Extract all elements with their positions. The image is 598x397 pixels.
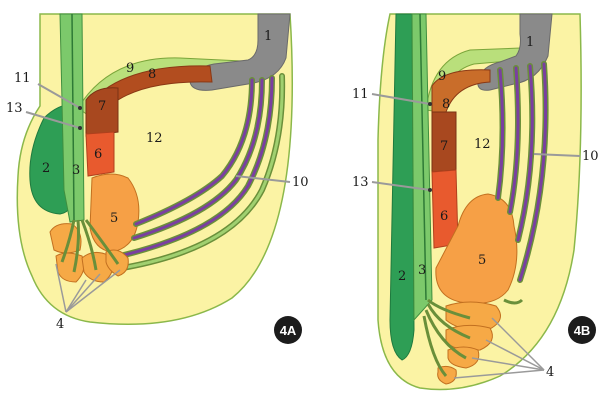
label-3-b: 3 [418, 263, 426, 278]
label-11: 11 [14, 71, 31, 86]
label-7: 7 [98, 99, 106, 114]
label-2: 2 [42, 161, 50, 176]
panel-b-tag: 4B [574, 323, 591, 338]
label-1-b: 1 [526, 35, 534, 50]
label-3: 3 [72, 163, 80, 178]
label-6: 6 [94, 147, 102, 162]
label-9: 9 [126, 61, 134, 76]
label-5: 5 [110, 211, 118, 226]
label-5-b: 5 [478, 253, 486, 268]
label-2-b: 2 [398, 269, 406, 284]
label-4-b: 4 [546, 365, 554, 380]
panel-b: 1 2 3 4 5 6 7 8 9 10 11 12 13 4B [352, 14, 598, 390]
label-1: 1 [264, 29, 272, 44]
label-9-b: 9 [438, 69, 446, 84]
pointer-dot-13-b [428, 188, 432, 192]
pointer-dot-13 [78, 126, 82, 130]
label-11-b: 11 [352, 87, 369, 102]
label-7-b: 7 [440, 139, 448, 154]
label-8-b: 8 [442, 97, 450, 112]
label-12-b: 12 [474, 137, 491, 152]
label-10-b: 10 [582, 149, 598, 164]
label-13: 13 [6, 101, 23, 116]
label-4: 4 [56, 317, 64, 332]
panel-a-tag: 4A [280, 323, 297, 338]
label-13-b: 13 [352, 175, 369, 190]
pointer-dot-11-b [428, 102, 432, 106]
label-12: 12 [146, 131, 163, 146]
panel-a: 1 2 3 4 5 6 7 8 9 10 11 12 13 4A [6, 14, 309, 344]
label-8: 8 [148, 67, 156, 82]
pointer-dot-11 [78, 106, 82, 110]
label-6-b: 6 [440, 209, 448, 224]
label-10: 10 [292, 175, 309, 190]
